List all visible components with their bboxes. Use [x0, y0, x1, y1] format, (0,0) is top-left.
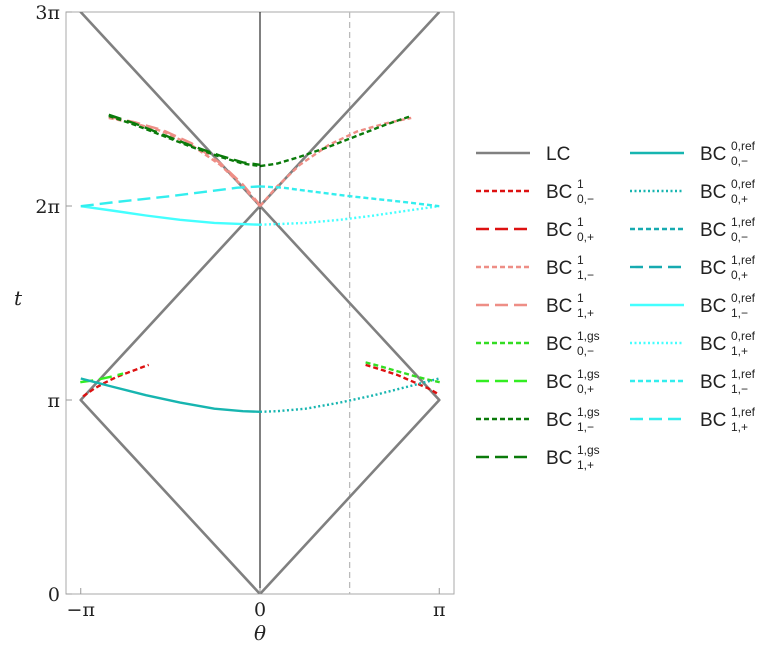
legend-sup-13: 0,ref	[731, 291, 756, 305]
legend-label-4: BC	[546, 296, 572, 317]
series-line-14-0	[259, 205, 440, 226]
legend-label-5: BC	[546, 334, 572, 355]
y-tick-label-2: 2π	[35, 196, 60, 218]
legend-sup-14: 0,ref	[731, 329, 756, 343]
legend-label-10: BC	[700, 182, 726, 203]
x-axis-ticks: −π 0 π	[67, 588, 446, 621]
legend-sub-16: 1,+	[731, 420, 748, 434]
y-axis-label: t	[14, 286, 23, 310]
series-line-5-0	[365, 361, 440, 384]
legend-sub-12: 0,+	[731, 268, 748, 282]
series-line-0-1	[79, 12, 441, 594]
y-tick-label-3: 3π	[35, 2, 60, 24]
legend-sub-11: 0,−	[731, 230, 748, 244]
legend-item-7: BC 1,gs1,−	[476, 405, 600, 434]
legend-sub-3: 1,−	[577, 268, 594, 282]
legend-sup-15: 1,ref	[731, 367, 756, 381]
series-line-8-0	[108, 113, 261, 166]
series-line-16-0	[80, 185, 261, 208]
legend-label-13: BC	[700, 296, 726, 317]
legend-sup-8: 1,gs	[577, 443, 600, 457]
legend-item-4: BC 11,+	[476, 291, 594, 320]
legend-label-0: LC	[546, 144, 570, 165]
legend-sub-1: 0,−	[577, 192, 594, 206]
legend-sub-2: 0,+	[577, 230, 594, 244]
legend-label-12: BC	[700, 258, 726, 279]
legend-label-2: BC	[546, 220, 572, 241]
legend-sub-10: 0,+	[731, 192, 748, 206]
series-line-1-0	[82, 363, 150, 398]
legend-sup-11: 1,ref	[731, 215, 756, 229]
legend-sub-6: 0,+	[577, 382, 594, 396]
y-tick-label-0: 0	[48, 584, 60, 606]
legend-label-14: BC	[700, 334, 726, 355]
legend-sup-12: 1,ref	[731, 253, 756, 267]
legend-sup-4: 1	[577, 291, 584, 305]
legend-label-1: BC	[546, 182, 572, 203]
legend-label-7: BC	[546, 410, 572, 431]
legend-sup-7: 1,gs	[577, 405, 600, 419]
series-layer	[79, 12, 441, 594]
x-axis-label: θ	[254, 621, 266, 645]
legend-sup-16: 1,ref	[731, 405, 756, 419]
x-tick-label-2: π	[433, 599, 446, 621]
legend-sub-14: 1,+	[731, 344, 748, 358]
series-line-3-1	[259, 116, 412, 207]
legend-sup-6: 1,gs	[577, 367, 600, 381]
legend-sup-5: 1,gs	[577, 329, 600, 343]
legend-label-8: BC	[546, 448, 572, 469]
y-axis-ticks: 0 π 2π 3π	[35, 2, 72, 606]
legend-item-8: BC 1,gs1,+	[476, 443, 600, 472]
legend-item-2: BC 10,+	[476, 215, 594, 244]
legend-sup-9: 0,ref	[731, 139, 756, 153]
x-tick-label-0: −π	[67, 599, 95, 621]
legend-item-1: BC 10,−	[476, 177, 594, 206]
reference-lines	[259, 12, 351, 594]
series-line-13-0	[80, 205, 261, 226]
legend-sup-3: 1	[577, 253, 584, 267]
series-line-9-0	[80, 377, 261, 413]
legend-sub-5: 0,−	[577, 344, 594, 358]
legend-sub-13: 1,−	[731, 306, 748, 320]
legend-label-9: BC	[700, 144, 726, 165]
legend-sub-8: 1,+	[577, 458, 594, 472]
legend-sub-7: 1,−	[577, 420, 594, 434]
legend-item-0: LC	[476, 144, 570, 165]
y-tick-label-1: π	[48, 390, 61, 412]
legend-item-3: BC 11,−	[476, 253, 594, 282]
series-line-1-1	[365, 363, 438, 395]
legend-label-6: BC	[546, 372, 572, 393]
legend-label-16: BC	[700, 410, 726, 431]
legend-label-15: BC	[700, 372, 726, 393]
legend-sub-4: 1,+	[577, 306, 594, 320]
legend-label-3: BC	[546, 258, 572, 279]
legend-sup-2: 1	[577, 215, 584, 229]
legend-item-5: BC 1,gs0,−	[476, 329, 600, 358]
legend-item-6: BC 1,gs0,+	[476, 367, 600, 396]
legend-sup-1: 1	[577, 177, 584, 191]
legend-sup-10: 0,ref	[731, 177, 756, 191]
x-tick-label-1: 0	[254, 599, 266, 621]
legend-label-11: BC	[700, 220, 726, 241]
legend-sub-15: 1,−	[731, 382, 748, 396]
legend-sub-9: 0,−	[731, 154, 748, 168]
